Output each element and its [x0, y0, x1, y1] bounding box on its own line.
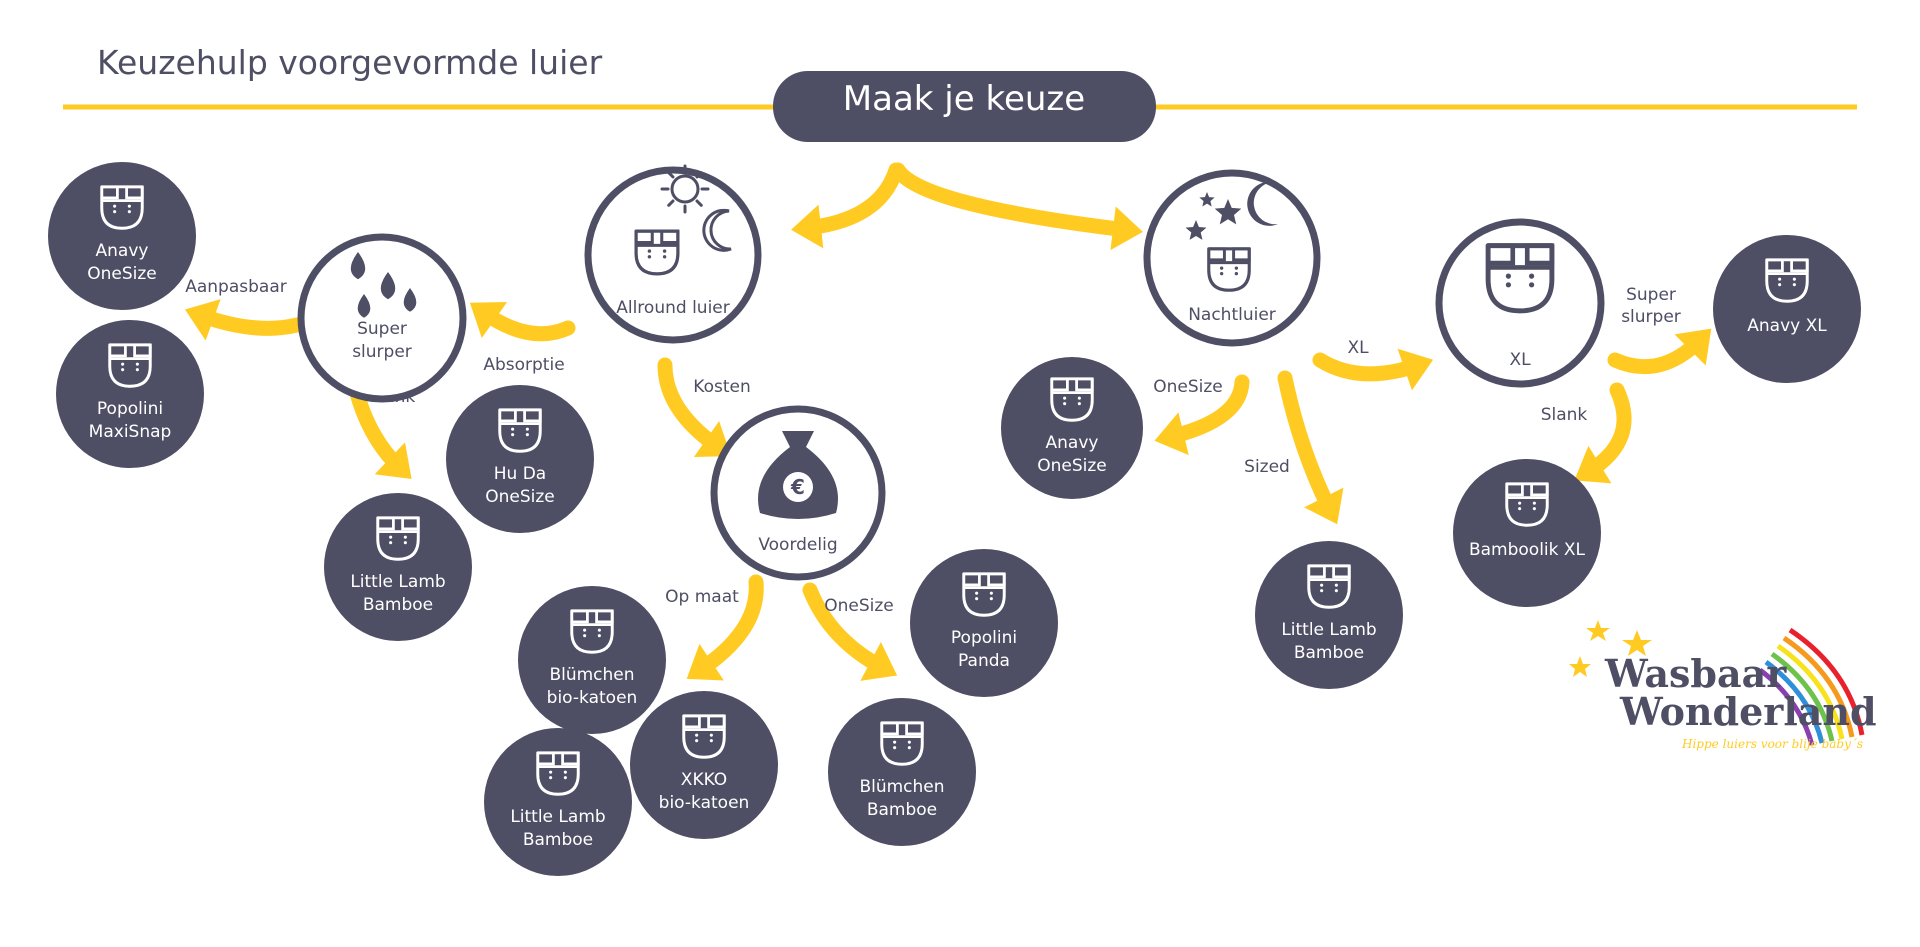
selector-allround[interactable]: Allround luier: [584, 164, 762, 344]
rainbow-icon: [1758, 627, 1865, 746]
diaper-moon-stars-icon: [1185, 181, 1278, 292]
flow-arrow: [1277, 370, 1344, 525]
product-label: Anavy: [96, 241, 149, 261]
selector-label: slurper: [352, 342, 412, 362]
flow-arrow: [791, 162, 904, 249]
page-title: Keuzehulp voorgevormde luier: [97, 43, 603, 82]
flow-arrow: [657, 357, 732, 458]
edge-label-absorptie: Absorptie: [483, 355, 564, 375]
edge-labels: AanpasbaarAbsorptieSlank Kosten Op maat One…: [185, 277, 1681, 616]
selector-nacht[interactable]: Nachtluier: [1143, 169, 1321, 347]
product-label: bio-katoen: [659, 793, 750, 813]
selector-label: Allround luier: [616, 298, 730, 318]
flow-arrow: [1574, 382, 1632, 484]
product-label: Anavy XL: [1747, 316, 1827, 336]
logo-line1: Wasbaar: [1604, 651, 1787, 696]
product-label: OneSize: [87, 264, 157, 284]
product-label: Little Lamb: [1281, 620, 1376, 640]
product-xkko-bio[interactable]: XKKO bio-katoen: [630, 691, 778, 839]
product-label: Hu Da: [494, 464, 546, 484]
product-label: bio-katoen: [547, 688, 638, 708]
flow-arrow: [184, 299, 305, 341]
logo-star-icon: [1586, 620, 1610, 641]
product-label: Bamboe: [363, 595, 433, 615]
edge-label-xl-edge: XL: [1347, 338, 1369, 358]
product-anavy-xl[interactable]: Anavy XL: [1713, 235, 1861, 383]
product-label: XKKO: [681, 770, 727, 790]
product-label: Little Lamb: [350, 572, 445, 592]
product-label: Bamboe: [867, 800, 937, 820]
logo-star-icon: [1569, 656, 1591, 677]
start-button-label: Maak je keuze: [843, 79, 1085, 119]
product-bamboolik-xl[interactable]: Bamboolik XL: [1453, 459, 1601, 607]
edge-label-sized: Sized: [1244, 457, 1290, 477]
edge-label-op-maat: Op maat: [665, 587, 739, 607]
selector-label: Voordelig: [758, 535, 837, 555]
flow-arrow: [686, 574, 764, 681]
money-bag-icon: €: [758, 431, 838, 519]
product-label: Anavy: [1046, 433, 1099, 453]
flow-arrow: [890, 162, 1143, 251]
selector-label: Nachtluier: [1188, 305, 1276, 325]
drops-icon: [350, 252, 417, 318]
edge-label-slank-right: Slank: [1541, 405, 1588, 425]
brand-logo: Wasbaar Wonderland Hippe luiers voor bli…: [1569, 620, 1877, 751]
logo-star-icon: [1622, 630, 1652, 656]
flow-arrow: [469, 302, 576, 342]
selector-xl[interactable]: XL: [1435, 218, 1605, 388]
product-label: Bamboolik XL: [1469, 540, 1586, 560]
product-label: MaxiSnap: [89, 422, 172, 442]
product-blumchen-bio[interactable]: Blümchen bio-katoen: [518, 586, 666, 734]
product-label: Bamboe: [1294, 643, 1364, 663]
flow-arrow: [1607, 328, 1712, 375]
selector-label: Super: [357, 319, 407, 339]
selector-super[interactable]: Super slurper: [297, 233, 467, 403]
product-label: Blümchen: [859, 777, 944, 797]
edge-label-aanpasbaar: Aanpasbaar: [185, 277, 287, 297]
selector-voordelig[interactable]: € Voordelig: [710, 405, 886, 581]
product-label: Blümchen: [549, 665, 634, 685]
product-label: Popolini: [97, 399, 163, 419]
product-huda-onesize[interactable]: Hu Da OneSize: [446, 385, 594, 533]
product-label: Little Lamb: [510, 807, 605, 827]
selector-label: XL: [1509, 350, 1531, 370]
product-label: Bamboe: [523, 830, 593, 850]
product-label: OneSize: [485, 487, 555, 507]
product-label: Popolini: [951, 628, 1017, 648]
edge-label-onesize-right: OneSize: [1153, 377, 1223, 397]
svg-text:€: €: [790, 475, 805, 499]
flow-arrow: [1154, 374, 1250, 456]
flow-arrow: [1312, 348, 1434, 391]
flow-arrow: [802, 582, 898, 681]
logo-line2: Wonderland: [1619, 689, 1877, 734]
edge-label-onesize-mid: OneSize: [824, 596, 894, 616]
start-button[interactable]: Maak je keuze: [773, 71, 1156, 142]
product-label: Panda: [958, 651, 1010, 671]
product-label: OneSize: [1037, 456, 1107, 476]
edge-label-kosten: Kosten: [693, 377, 750, 397]
logo-tagline: Hippe luiers voor blije baby´s: [1681, 737, 1863, 751]
diaper-sun-moon-icon: [634, 164, 732, 276]
